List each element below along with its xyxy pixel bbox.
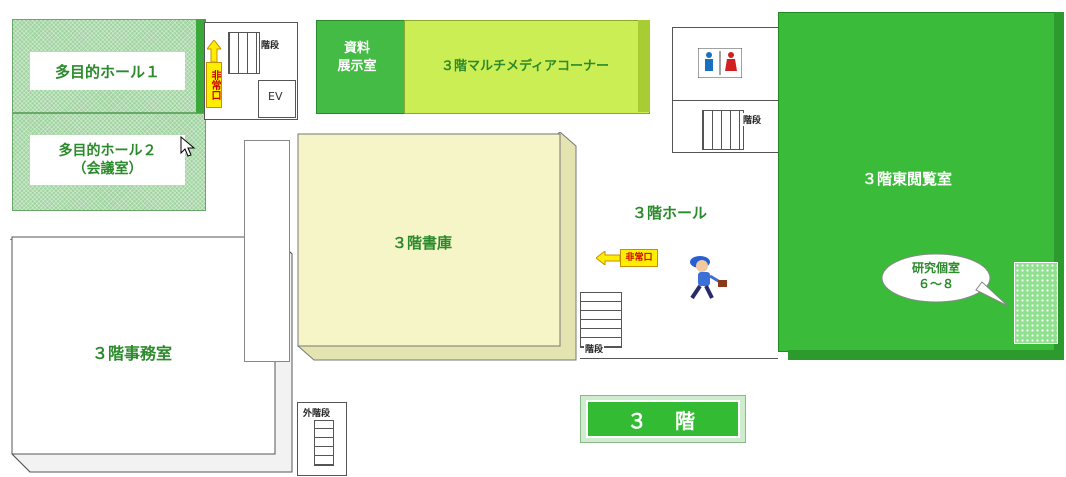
outer-stairs-label: 外階段 xyxy=(302,406,332,419)
mouse-cursor-icon xyxy=(180,136,196,157)
stairs-label-restroom: 階段 xyxy=(742,113,763,126)
stairs-label-top: 階段 xyxy=(260,38,281,51)
stairs-restroom xyxy=(702,110,744,150)
emergency-exit-sign-left: 非常口 xyxy=(206,40,222,118)
hall-1-label: 多目的ホール１ xyxy=(30,52,185,90)
east-reading-label: ３階東閲覧室 xyxy=(862,170,953,188)
research-rooms xyxy=(1014,262,1058,344)
exhibition-room xyxy=(316,20,410,114)
hall-1-text: 多目的ホール１ xyxy=(54,62,160,81)
floor-badge-inner: ３ 階 xyxy=(586,400,740,438)
hall-2-label: 多目的ホール２ （会議室） xyxy=(30,135,185,185)
outer-stairs xyxy=(314,420,334,466)
multimedia-label: ３階マルチメディアコーナー xyxy=(440,59,610,74)
restroom-divider xyxy=(672,100,778,101)
stacks-label: ３階書庫 xyxy=(392,234,453,252)
multimedia-side xyxy=(638,20,650,112)
stairs-top-left xyxy=(228,32,260,74)
emergency-exit-text-hall: 非常口 xyxy=(620,249,658,267)
stacks-room xyxy=(297,132,577,361)
exhibition-label: 資料 展示室 xyxy=(316,40,398,76)
hall3-label: ３階ホール xyxy=(632,204,708,222)
elevator-box xyxy=(258,80,296,118)
stairs-hall xyxy=(580,292,622,348)
emergency-exit-sign-hall: 非常口 xyxy=(596,249,660,267)
running-person-icon xyxy=(690,256,727,300)
hall-2-text: 多目的ホール２ xyxy=(58,143,157,159)
stacks-corridor xyxy=(244,140,290,362)
exhibition-text-2: 展示室 xyxy=(337,59,377,74)
arrow-icon xyxy=(207,40,221,62)
research-label: 研究個室 ６～８ xyxy=(896,260,976,292)
office-label: ３階事務室 xyxy=(92,344,173,363)
research-text-1: 研究個室 xyxy=(911,261,960,275)
arrow-icon xyxy=(596,251,620,265)
emergency-exit-text-left: 非常口 xyxy=(206,62,222,108)
research-speech-bubble xyxy=(881,253,1009,307)
multimedia-room xyxy=(404,20,650,114)
stairs-label-hall: 階段 xyxy=(584,342,605,355)
floor-label: ３ 階 xyxy=(627,408,699,433)
east-reading-bottom xyxy=(788,350,1064,360)
exhibition-text-1: 資料 xyxy=(343,41,370,56)
elevator-label: EV xyxy=(268,90,283,103)
hall-bottom-wall xyxy=(580,358,778,359)
east-reading-side xyxy=(1054,12,1064,360)
hall-2-subtext: （会議室） xyxy=(72,161,143,177)
research-text-2: ６～８ xyxy=(917,277,954,291)
office-room xyxy=(11,236,293,473)
restroom-icon xyxy=(698,48,742,78)
